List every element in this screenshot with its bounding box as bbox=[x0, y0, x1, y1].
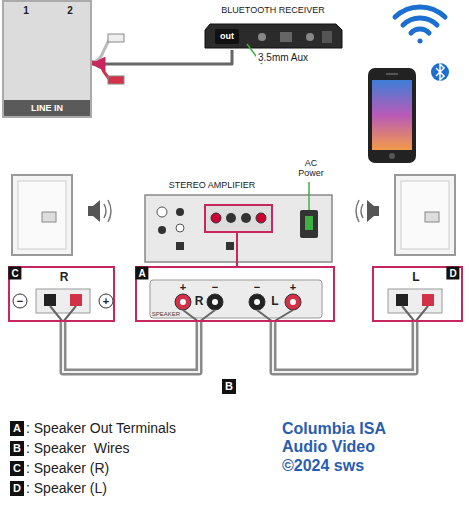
polarity-mark: + bbox=[103, 295, 109, 307]
polarity-mark: − bbox=[17, 295, 23, 307]
power-label: AC Power bbox=[294, 158, 328, 179]
port-label: out bbox=[220, 32, 234, 42]
channel-label: L bbox=[271, 295, 278, 308]
callout-letter: D bbox=[10, 481, 24, 496]
channel-label: L bbox=[412, 271, 419, 284]
callout-letter: A bbox=[10, 421, 24, 436]
device-label: BLUETOOTH RECEIVER bbox=[221, 6, 324, 16]
bluetooth-icon bbox=[431, 63, 449, 81]
device-label: STEREO AMPLIFIER bbox=[169, 181, 256, 191]
callout-letter: B bbox=[10, 441, 24, 456]
speaker-wire bbox=[63, 322, 199, 372]
aux-cable bbox=[92, 50, 232, 64]
bluetooth-receiver-body bbox=[205, 24, 342, 64]
polarity-mark: + bbox=[180, 281, 186, 293]
speaker-l-box: DL bbox=[372, 266, 463, 322]
speaker-out-box: A+R−−L+SPEAKER bbox=[135, 266, 335, 322]
line-in-panel: 1 2LINE IN bbox=[2, 0, 92, 118]
callout-letter: D bbox=[446, 267, 459, 280]
watermark: Columbia ISA Audio Video ©2024 sws bbox=[282, 420, 410, 475]
polarity-mark: + bbox=[290, 281, 296, 293]
callout-letter: C bbox=[8, 267, 21, 280]
speaker-terminal-l bbox=[388, 289, 442, 322]
channel-label: R bbox=[60, 271, 69, 284]
jack-number: 2 bbox=[67, 5, 73, 16]
panel-label: LINE IN bbox=[31, 104, 63, 114]
callout-letter: B bbox=[222, 379, 236, 394]
speaker-wire bbox=[273, 322, 415, 372]
panel-print: SPEAKER bbox=[152, 311, 180, 318]
jack-number: 1 bbox=[23, 5, 29, 16]
polarity-mark: − bbox=[254, 281, 260, 293]
legend: : Speaker Out Terminals: Speaker Wires: … bbox=[26, 418, 176, 498]
wifi-icon bbox=[395, 7, 445, 44]
wire-core bbox=[63, 322, 199, 372]
terminal-plate bbox=[150, 280, 322, 322]
legend-text: : Speaker Wires bbox=[26, 438, 176, 458]
speaker-r-box: C R − + bbox=[8, 266, 115, 322]
bluetooth-receiver: BLUETOOTH RECEIVER out bbox=[205, 2, 343, 50]
channel-label: R bbox=[195, 295, 204, 308]
speaker-right bbox=[356, 175, 455, 255]
cable-label: 3.5mm Aux bbox=[256, 52, 310, 63]
speaker-terminal-r bbox=[13, 289, 113, 322]
callout-letter: A bbox=[135, 267, 148, 280]
legend-text: : Speaker (R) bbox=[26, 458, 176, 478]
smartphone bbox=[368, 68, 416, 163]
legend-text: : Speaker (L) bbox=[26, 478, 176, 498]
wire-core bbox=[273, 322, 415, 372]
legend-text: : Speaker Out Terminals bbox=[26, 418, 176, 438]
polarity-mark: − bbox=[212, 281, 218, 293]
callout-letter: C bbox=[10, 461, 24, 476]
speaker-left bbox=[12, 175, 111, 255]
amplifier-body bbox=[145, 182, 332, 262]
stereo-amplifier: STEREO AMPLIFIER bbox=[145, 178, 332, 262]
